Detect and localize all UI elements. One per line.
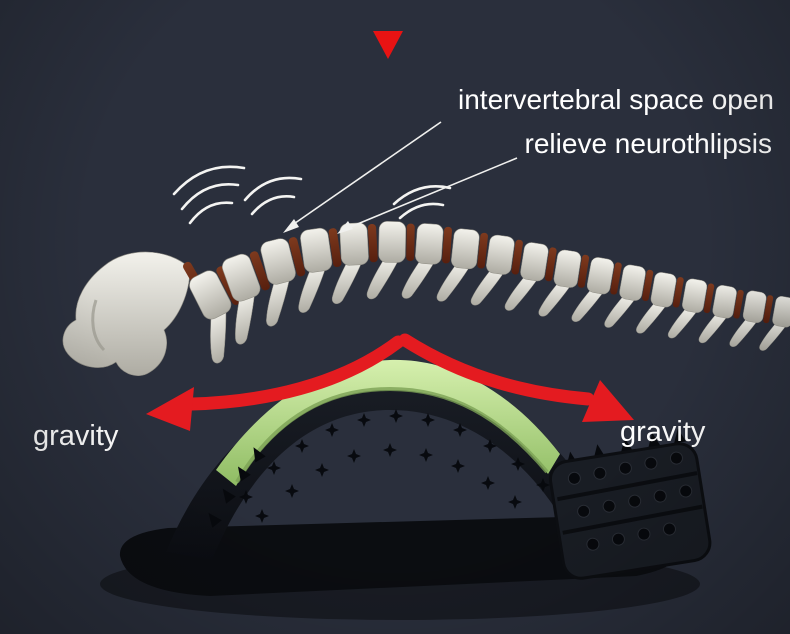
back-stretcher-device — [100, 359, 712, 620]
callout-pointer-lines — [283, 121, 518, 234]
flap-studs — [567, 451, 693, 551]
pad-lower-edge — [235, 386, 549, 484]
gravity-arrow-left — [146, 335, 405, 431]
device-side-flap — [548, 427, 712, 580]
gravity-label-left: gravity — [33, 420, 119, 452]
gravity-label-right: gravity — [620, 416, 706, 448]
spine-illustration — [62, 221, 790, 376]
vibration-waves-icon — [172, 165, 452, 225]
gravity-arrow-right — [398, 333, 634, 422]
callout-text-line1: intervertebral space open — [458, 84, 774, 115]
device-base — [119, 516, 682, 596]
callout-text-line2: relieve neurothlipsis — [524, 128, 772, 159]
red-triangle-down-icon — [370, 26, 406, 67]
